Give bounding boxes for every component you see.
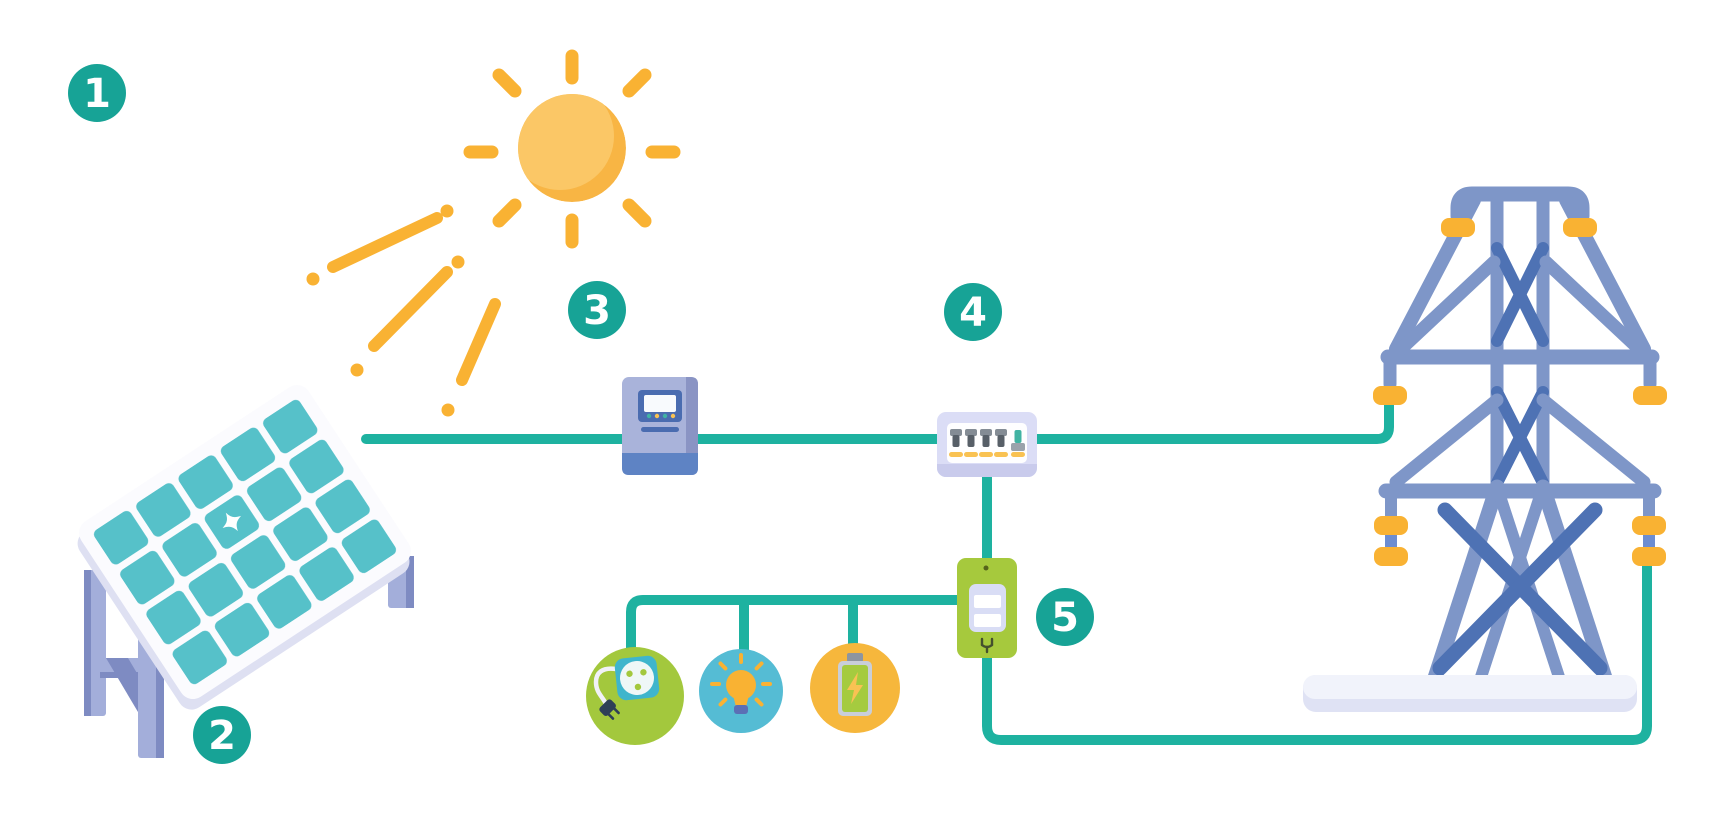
badge-3: 3	[568, 281, 626, 339]
sun-icon	[463, 49, 681, 249]
sun-rays-icon	[463, 49, 681, 249]
panel-cells	[91, 397, 399, 687]
badge-2: 2	[193, 706, 251, 764]
wire-panel-to-tower	[361, 398, 1394, 444]
badge-5-number: 5	[1051, 595, 1079, 641]
breaker-terminal-dashes	[949, 452, 1025, 457]
panel-sparkle-icon	[222, 512, 242, 532]
badge-4: 4	[944, 283, 1002, 341]
inverter-screen	[644, 395, 676, 412]
insulators	[1373, 218, 1667, 566]
wire-meter-to-tower-return	[982, 561, 1652, 745]
sunbeam-rays-icon	[306, 204, 501, 417]
solar-panel-icon	[77, 384, 411, 710]
wire-meter-to-appliances	[626, 595, 962, 655]
plug-head	[599, 699, 620, 720]
inverter-vent-slot	[641, 427, 679, 432]
badge-4-number: 4	[959, 290, 987, 336]
lightbulb-icon	[699, 649, 783, 733]
inverter-icon	[622, 377, 698, 475]
socket-face	[614, 655, 660, 701]
meter-icon	[957, 558, 1017, 658]
lightning-bolt-icon	[847, 672, 863, 704]
transmission-tower-icon	[1303, 186, 1667, 712]
tower-base-platform	[1303, 675, 1637, 712]
breaker-switches	[950, 429, 1025, 451]
distribution-box-icon	[937, 412, 1037, 477]
badge-5: 5	[1036, 588, 1094, 646]
badge-1-number: 1	[83, 71, 111, 117]
wire-lines	[361, 398, 1652, 745]
meter-plug-glyph	[980, 637, 994, 654]
badge-1: 1	[68, 64, 126, 122]
badge-3-number: 3	[583, 288, 611, 334]
badge-2-number: 2	[208, 713, 236, 759]
power-socket-icon	[586, 647, 684, 745]
sun-disc	[518, 94, 626, 202]
battery-icon	[810, 643, 900, 733]
